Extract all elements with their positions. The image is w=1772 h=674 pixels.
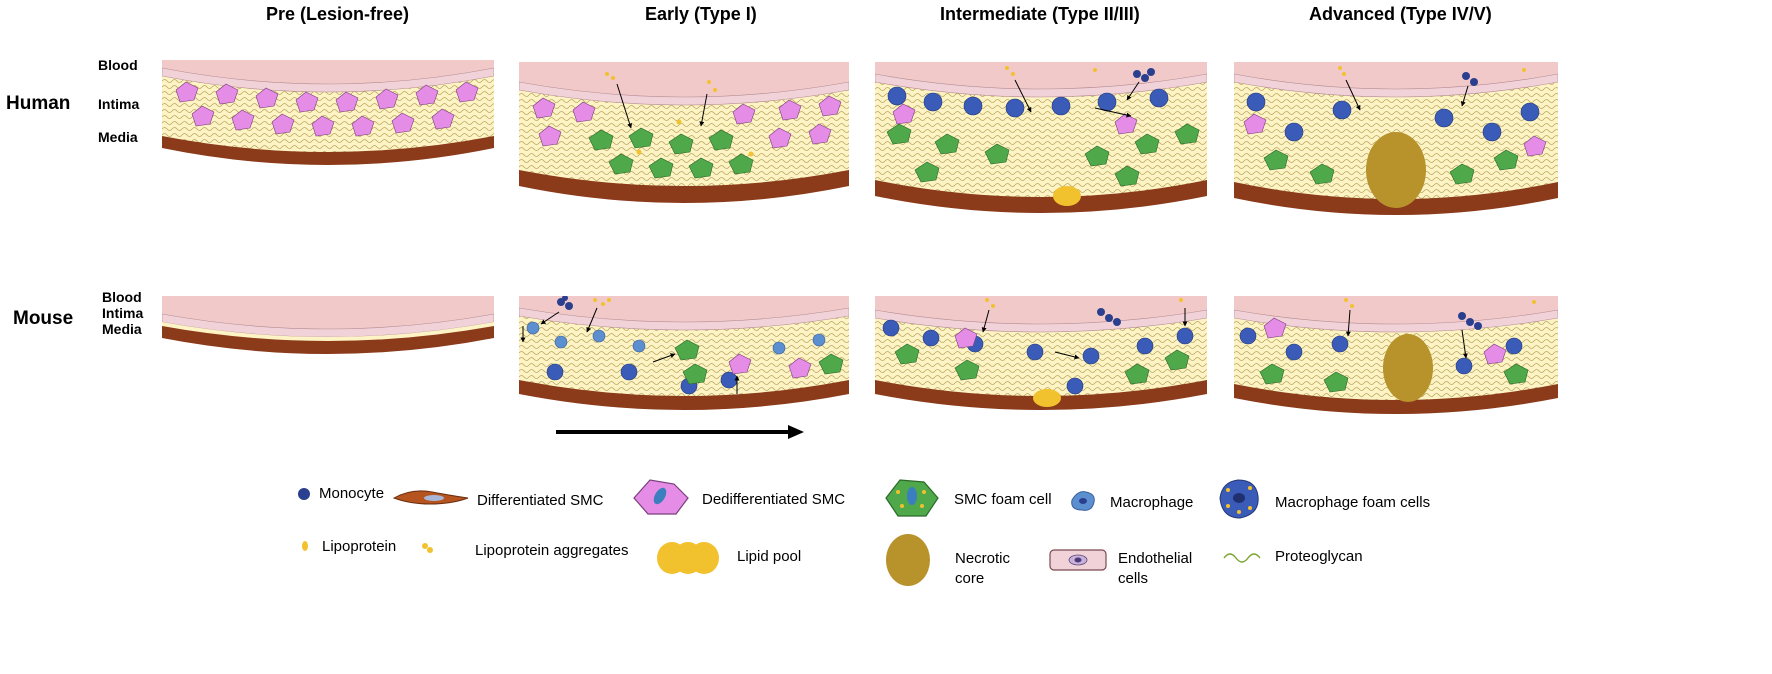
panel-mouse-pre [162,296,494,354]
smc-foam-cell-icon [885,479,939,517]
legend-monocyte: Monocyte [319,485,385,502]
mouse-layer-intima: Intima [102,305,144,321]
stage-title-intermediate: Intermediate (Type II/III) [940,4,1140,24]
legend-dedifferentiated-smc: Dedifferentiated SMC [702,491,846,508]
monocyte-icon [298,488,310,500]
human-layer-blood: Blood [98,57,138,73]
legend-smc-foam-cell: SMC foam cell [954,491,1052,508]
panel-human-early [519,62,849,203]
human-layer-media: Media [98,129,138,145]
panel-mouse-early [519,296,849,410]
macrophage-icon [1071,491,1095,511]
species-label-mouse: Mouse [13,308,74,329]
lipid-pool-icon [657,542,719,574]
legend-lipoprotein: Lipoprotein [322,538,397,555]
macrophage-foam-cells-icon [1219,479,1259,519]
panel-human-advanced [1234,62,1558,215]
necrotic-core-icon [886,534,930,586]
panel-mouse-advanced [1234,296,1558,414]
legend-endothelial-cells-line1: Endothelial [1118,550,1193,567]
panel-human-pre [162,60,494,165]
mouse-layer-media: Media [102,321,142,337]
stage-title-advanced: Advanced (Type IV/V) [1309,4,1492,24]
species-label-human: Human [6,93,71,114]
legend-proteoglycan: Proteoglycan [1275,548,1363,565]
endothelial-cells-icon [1049,549,1107,571]
differentiated-smc-icon [392,490,469,505]
progression-arrow [556,425,804,439]
mouse-layer-blood: Blood [102,289,142,305]
legend-differentiated-smc: Differentiated SMC [477,492,604,509]
legend-macrophage-foam-cells: Macrophage foam cells [1275,494,1431,511]
lipoprotein-aggregates-icon [422,543,433,553]
stage-title-pre: Pre (Lesion-free) [266,4,410,24]
panel-human-intermediate [875,62,1207,213]
legend-macrophage: Macrophage [1110,494,1194,511]
legend-lipid-pool: Lipid pool [737,548,802,565]
proteoglycan-icon [1223,553,1261,563]
human-layer-intima: Intima [98,96,140,112]
panel-mouse-intermediate [875,296,1207,410]
dedifferentiated-smc-icon [633,479,689,515]
stage-title-early: Early (Type I) [645,4,757,24]
legend-lipoprotein-aggregates: Lipoprotein aggregates [475,542,629,559]
legend-necrotic-core-line2: core [955,570,985,587]
legend-endothelial-cells-line2: cells [1118,570,1149,587]
lipoprotein-icon [302,541,308,551]
legend-necrotic-core-line1: Necrotic [955,550,1011,567]
